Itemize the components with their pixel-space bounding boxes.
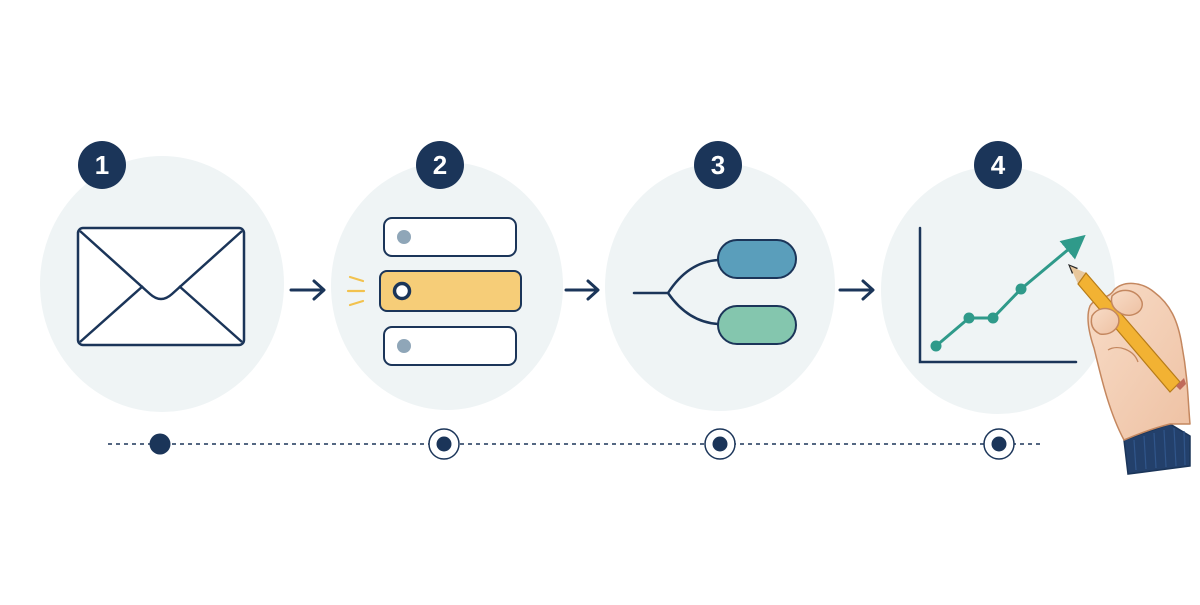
trend-point-1 bbox=[930, 340, 942, 352]
trend-chart-icon bbox=[918, 226, 1086, 364]
step-4: 4 bbox=[881, 141, 1115, 414]
flow-arrow-2 bbox=[564, 279, 600, 301]
flow-arrow-3 bbox=[838, 279, 875, 301]
step-2-number: 2 bbox=[433, 150, 447, 180]
pencil-icon bbox=[1068, 264, 1186, 393]
branch-node-bottom bbox=[717, 305, 797, 345]
timeline-marker-1-active bbox=[149, 433, 171, 455]
step-3-number: 3 bbox=[711, 150, 725, 180]
branch-node-top bbox=[717, 239, 797, 279]
step-4-background bbox=[881, 166, 1115, 414]
trend-point-4 bbox=[1015, 283, 1027, 295]
timeline-marker-2 bbox=[428, 428, 460, 460]
highlight-spark-icon bbox=[346, 275, 366, 307]
timeline-marker-4 bbox=[983, 428, 1015, 460]
option-row-3 bbox=[383, 326, 517, 366]
step-3: 3 bbox=[605, 141, 835, 411]
option-row-3-dot bbox=[397, 339, 411, 353]
step-2: 2 bbox=[331, 141, 563, 410]
hand-drawing-with-pencil-icon bbox=[1068, 264, 1191, 475]
step-3-background bbox=[605, 163, 835, 411]
step-4-badge bbox=[974, 141, 1022, 189]
option-row-2-radio bbox=[392, 281, 412, 301]
step-1-badge bbox=[78, 141, 126, 189]
option-row-2-selected bbox=[379, 270, 522, 312]
step-1-number: 1 bbox=[95, 150, 109, 180]
trend-point-3 bbox=[987, 312, 999, 324]
option-list-icon bbox=[346, 217, 522, 366]
step-1: 1 bbox=[40, 141, 284, 412]
progress-timeline bbox=[108, 428, 1040, 460]
option-row-1 bbox=[383, 217, 517, 257]
timeline-marker-3 bbox=[704, 428, 736, 460]
envelope-icon bbox=[76, 226, 246, 347]
flow-arrow-1 bbox=[289, 279, 326, 301]
branch-icon bbox=[632, 239, 797, 345]
step-4-number: 4 bbox=[991, 150, 1006, 180]
trend-point-2 bbox=[963, 312, 975, 324]
option-row-1-dot bbox=[397, 230, 411, 244]
step-2-badge bbox=[416, 141, 464, 189]
step-3-badge bbox=[694, 141, 742, 189]
